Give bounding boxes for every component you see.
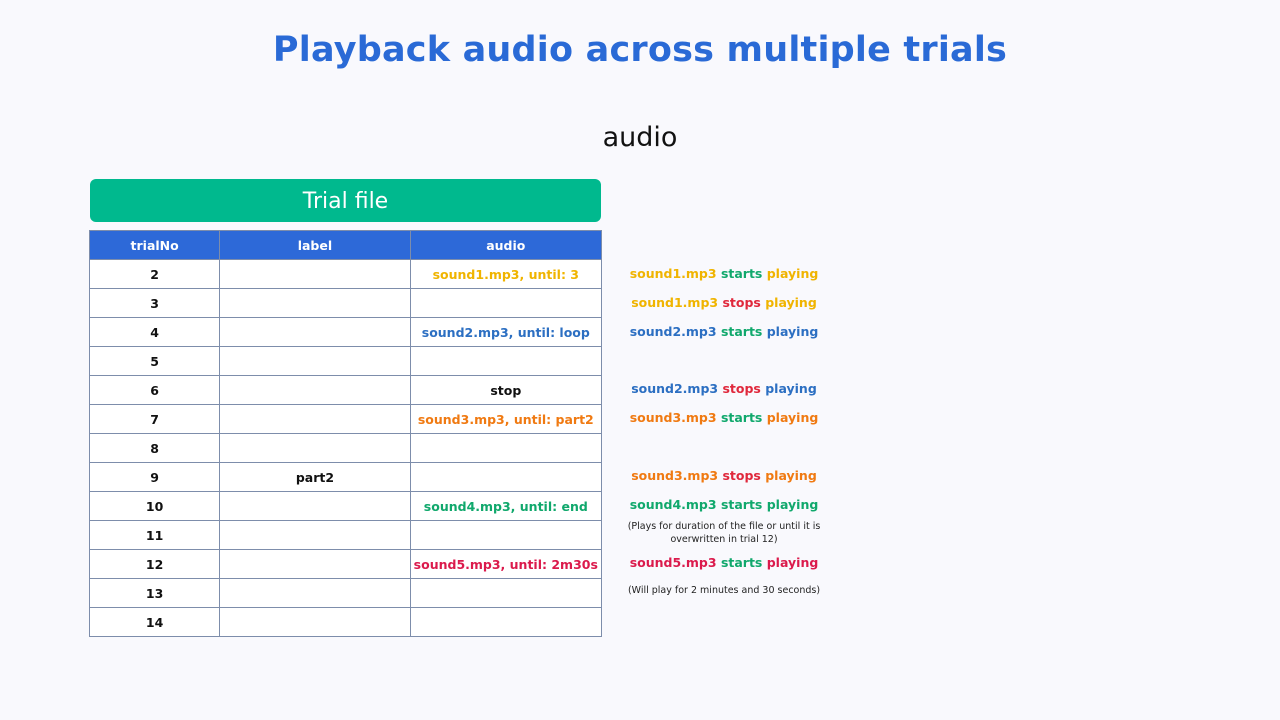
note-verb: stops [722, 294, 761, 310]
note-verb: stops [722, 381, 761, 397]
note-file: sound1.mp3 [629, 266, 717, 281]
table-row: 12 sound5.mp3, until: 2m30s [88, 549, 603, 579]
cell-audio [409, 288, 603, 318]
table-row: 5 [88, 346, 603, 376]
cell-label [219, 288, 411, 318]
table-row: 4 sound2.mp3, until: loop [88, 317, 603, 347]
cell-audio: sound3.mp3, until: part2 [409, 404, 603, 434]
playback-note: sound5.mp3 starts playing [612, 555, 836, 570]
trial-table: trialNo label audio 2 sound1.mp3, until: … [88, 230, 603, 637]
note-tail: playing [766, 554, 819, 570]
playback-note: sound2.mp3 starts playing [612, 324, 836, 339]
cell-audio: stop [409, 375, 603, 405]
cell-trialno: 11 [88, 520, 221, 550]
note-file: sound2.mp3 [631, 381, 719, 397]
header-label: label [219, 230, 411, 260]
cell-audio: sound5.mp3, until: 2m30s [409, 549, 603, 579]
note-verb: starts [720, 554, 763, 570]
header-audio: audio [409, 230, 603, 260]
note-file: sound2.mp3 [629, 323, 717, 339]
cell-label [219, 317, 411, 347]
cell-trialno: 5 [88, 346, 221, 376]
table-row: 10 sound4.mp3, until: end [88, 491, 603, 521]
cell-audio: sound1.mp3, until: 3 [409, 259, 603, 289]
cell-trialno: 6 [88, 375, 221, 405]
cell-audio [409, 607, 603, 637]
section-subtitle: audio [602, 122, 678, 153]
footnote: (Will play for 2 minutes and 30 seconds) [612, 584, 836, 597]
footnote-line: (Plays for duration of the file or until… [627, 521, 821, 533]
cell-label [219, 375, 411, 405]
cell-audio [409, 346, 603, 376]
note-tail: playing [766, 266, 819, 281]
footnote-line: (Will play for 2 minutes and 30 seconds) [627, 585, 821, 597]
cell-label [219, 607, 411, 637]
table-row: 6 stop [88, 375, 603, 405]
note-tail: playing [766, 496, 819, 512]
cell-label [219, 578, 411, 608]
cell-audio [409, 578, 603, 608]
note-tail: playing [765, 294, 817, 310]
cell-trialno: 2 [88, 259, 221, 289]
note-file: sound3.mp3 [631, 467, 719, 483]
cell-trialno: 13 [88, 578, 221, 608]
cell-label [219, 520, 411, 550]
table-row: 2 sound1.mp3, until: 3 [88, 259, 603, 289]
table-row: 8 [88, 433, 603, 463]
cell-label [219, 491, 411, 521]
table-row: 14 [88, 607, 603, 637]
cell-trialno: 4 [88, 317, 221, 347]
cell-trialno: 7 [88, 404, 221, 434]
note-tail: playing [765, 467, 817, 483]
cell-audio [409, 520, 603, 550]
cell-label [219, 346, 411, 376]
note-verb: starts [720, 323, 763, 339]
note-verb: stops [722, 467, 761, 483]
cell-trialno: 3 [88, 288, 221, 318]
playback-note: sound2.mp3 stops playing [612, 381, 836, 396]
cell-audio: sound2.mp3, until: loop [409, 317, 603, 347]
playback-note: sound3.mp3 starts playing [612, 410, 836, 425]
table-header-row: trialNo label audio [88, 230, 603, 260]
note-file: sound4.mp3 [629, 496, 717, 512]
note-tail: playing [765, 381, 817, 397]
note-file: sound3.mp3 [629, 410, 717, 426]
note-file: sound1.mp3 [631, 294, 719, 310]
note-tail: playing [766, 410, 819, 426]
cell-label [219, 549, 411, 579]
footnote: (Plays for duration of the file or until… [612, 520, 836, 546]
cell-audio [409, 462, 603, 492]
cell-trialno: 8 [88, 433, 221, 463]
cell-label [219, 433, 411, 463]
playback-note: sound4.mp3 starts playing [612, 497, 836, 512]
note-verb: starts [720, 496, 763, 512]
cell-audio [409, 433, 603, 463]
cell-trialno: 14 [88, 607, 221, 637]
table-row: 11 [88, 520, 603, 550]
cell-trialno: 9 [88, 462, 221, 492]
cell-label: part2 [219, 462, 411, 492]
table-row: 13 [88, 578, 603, 608]
note-file: sound5.mp3 [629, 554, 717, 570]
table-row: 7 sound3.mp3, until: part2 [88, 404, 603, 434]
cell-trialno: 12 [88, 549, 221, 579]
playback-note: sound1.mp3 stops playing [612, 295, 836, 310]
cell-label [219, 259, 411, 289]
playback-note: sound1.mp3 starts playing [612, 266, 836, 281]
header-trialno: trialNo [88, 230, 221, 260]
trial-file-banner: Trial file [90, 179, 601, 222]
playback-note: sound3.mp3 stops playing [612, 468, 836, 483]
table-row: 3 [88, 288, 603, 318]
note-verb: starts [720, 266, 763, 281]
note-verb: starts [720, 410, 763, 426]
footnote-line: overwritten in trial 12) [670, 534, 778, 546]
cell-label [219, 404, 411, 434]
note-tail: playing [766, 323, 819, 339]
page-title: Playback audio across multiple trials [272, 30, 1008, 70]
cell-audio: sound4.mp3, until: end [409, 491, 603, 521]
cell-trialno: 10 [88, 491, 221, 521]
